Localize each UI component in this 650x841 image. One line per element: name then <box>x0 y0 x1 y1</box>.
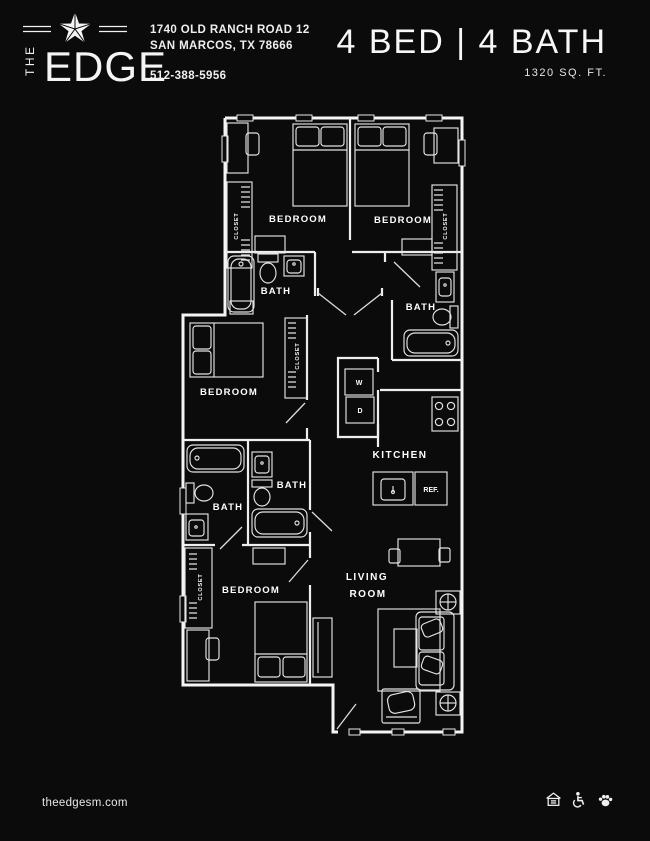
sofa-icon <box>415 611 455 691</box>
closet-icon <box>431 184 458 271</box>
dresser-icon <box>252 547 286 565</box>
bedroom-label: BEDROOM <box>200 387 258 398</box>
bed-icon <box>189 322 264 378</box>
bedroom-label: BEDROOM <box>269 214 327 225</box>
stove-icon <box>431 396 459 432</box>
dresser-icon <box>401 238 433 256</box>
bedroom-label: BEDROOM <box>374 215 432 226</box>
bath-label: BATH <box>406 302 436 313</box>
desk-icon <box>226 122 260 174</box>
closet-label: CLOSET <box>443 212 449 239</box>
sink-icon <box>435 271 455 303</box>
column-symbol-icon <box>435 590 461 615</box>
living-room-label: LIVING <box>346 572 388 583</box>
kitchen-sink-icon <box>372 471 414 506</box>
pet-friendly-icon <box>598 794 613 807</box>
bed-icon <box>254 601 308 683</box>
floorplan-drawing: BEDROOM BEDROOM BEDROOM BEDROOM BATH BAT… <box>179 114 466 736</box>
sink-icon <box>283 255 305 277</box>
unit-area: 1320 SQ. FT. <box>524 67 607 80</box>
exterior-walls <box>181 116 464 734</box>
bathtub-icon <box>251 508 308 538</box>
bathtub-icon <box>403 329 459 357</box>
refrigerator-label: REF. <box>423 487 438 494</box>
washer-icon <box>344 368 374 396</box>
closet-label: CLOSET <box>295 342 301 369</box>
bed-icon <box>354 123 410 207</box>
dryer-icon <box>345 396 375 424</box>
address-line1: 1740 OLD RANCH ROAD 12 <box>150 24 310 36</box>
logo: THE EDGE <box>14 6 166 94</box>
accessibility-icon <box>572 791 585 808</box>
footer-icons <box>545 791 614 808</box>
closet-icon <box>184 547 213 629</box>
dresser-icon <box>254 235 286 254</box>
bathtub-icon <box>227 255 255 313</box>
closet-icon <box>226 181 253 269</box>
door-swings <box>219 261 421 730</box>
media-console-icon <box>312 617 333 678</box>
toilet-icon <box>432 305 459 329</box>
property-address: 1740 OLD RANCH ROAD 12 SAN MARCOS, TX 78… <box>150 22 310 54</box>
unit-info: 4 BED | 4 BATH 1320 SQ. FT. <box>336 23 608 80</box>
closet-icon <box>284 317 308 399</box>
coffee-table-icon <box>393 628 418 668</box>
star-icon <box>23 12 127 44</box>
bath-label: BATH <box>261 286 291 297</box>
refrigerator-icon <box>414 471 448 506</box>
bath-label: BATH <box>213 502 243 513</box>
bedroom-label: BEDROOM <box>222 585 280 596</box>
equal-housing-icon <box>546 792 561 806</box>
dresser-icon <box>229 300 254 315</box>
toilet-icon <box>251 479 273 507</box>
bed-icon <box>292 123 348 207</box>
living-room-label: ROOM <box>349 589 386 600</box>
phone-number: 512-388-5956 <box>150 70 227 82</box>
kitchen-label: KITCHEN <box>373 450 428 461</box>
sink-icon <box>185 513 209 541</box>
unit-title: 4 BED | 4 BATH <box>336 23 607 61</box>
website-url: theedgesm.com <box>42 797 128 809</box>
sink-icon <box>251 451 273 478</box>
closet-label: CLOSET <box>234 212 240 239</box>
window-marks <box>179 114 466 736</box>
toilet-icon <box>257 253 279 284</box>
column-symbol-icon <box>435 691 461 716</box>
dining-table-icon <box>388 538 451 567</box>
address-line2: SAN MARCOS, TX 78666 <box>150 40 293 52</box>
bath-label: BATH <box>277 480 307 491</box>
bathtub-icon <box>186 444 245 473</box>
closet-label: CLOSET <box>198 573 204 600</box>
desk-icon <box>423 127 459 164</box>
toilet-icon <box>185 482 214 504</box>
dryer-label: D <box>357 408 362 415</box>
washer-label: W <box>356 380 363 387</box>
armchair-icon <box>381 688 421 724</box>
desk-icon <box>186 629 220 682</box>
brand-name: EDGE <box>44 43 168 90</box>
